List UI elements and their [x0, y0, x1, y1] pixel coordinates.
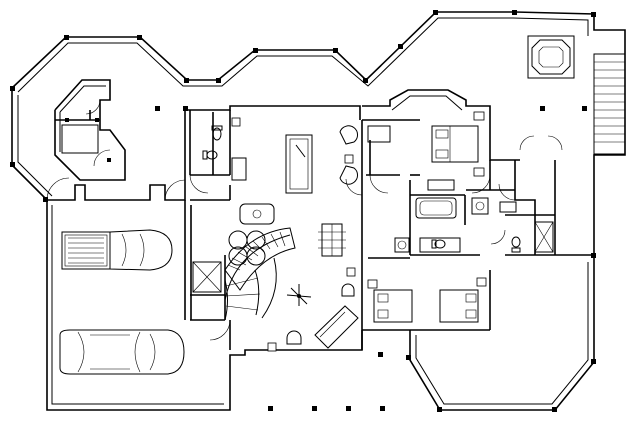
vanity-icon — [394, 197, 489, 253]
garage-walls — [46, 177, 192, 320]
armchair-icon — [339, 125, 358, 185]
dresser — [367, 125, 391, 143]
bed-icon — [431, 125, 479, 163]
foosball-table-icon — [318, 223, 346, 257]
bathtub-icon — [415, 197, 457, 219]
toilet-icon — [431, 236, 521, 253]
powder-room — [202, 117, 247, 181]
ceiling-fan-icon — [286, 284, 312, 306]
bed-icon — [439, 289, 479, 323]
west-octagon-room — [54, 79, 126, 181]
west-octagon-walls — [11, 88, 363, 411]
billiard-table-icon — [285, 134, 313, 194]
bed-icon — [373, 289, 413, 323]
sofa-icon — [314, 305, 359, 349]
southeast-deck — [409, 260, 595, 411]
shower-icon — [534, 221, 554, 253]
bench — [427, 179, 455, 191]
square-marker-icon — [267, 154, 356, 352]
nightstand-icon — [473, 111, 485, 177]
central-core-walls — [184, 105, 363, 350]
car-icon — [59, 329, 185, 375]
stair-icon — [593, 53, 626, 155]
structural-posts — [10, 10, 596, 412]
linen-closet — [419, 237, 461, 253]
spiral-stair-icon — [224, 227, 296, 321]
closet-box — [192, 261, 222, 293]
nightstand-icon — [367, 277, 487, 289]
closet-shelf — [499, 201, 517, 213]
hot-tub-icon — [527, 35, 575, 79]
pickup-truck-icon — [61, 229, 173, 271]
toilet-icon — [211, 125, 223, 141]
side-chair-icon — [286, 283, 355, 345]
air-hockey-table-icon — [239, 203, 275, 225]
toilet-icon — [202, 150, 218, 160]
